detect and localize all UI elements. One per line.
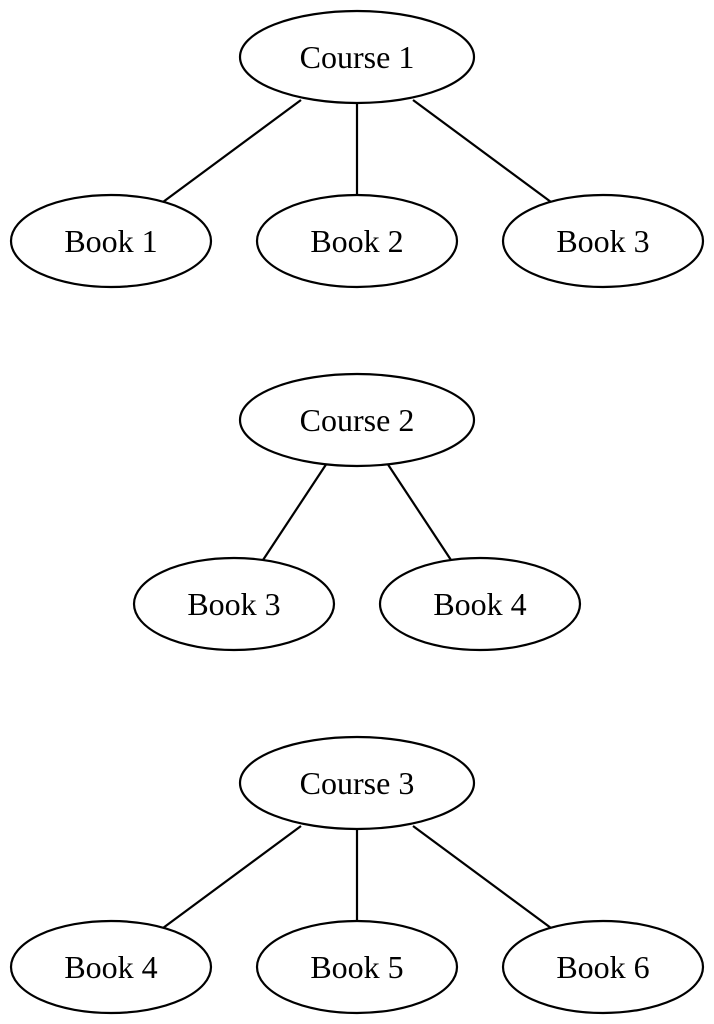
book-node-1-3: Book 3 xyxy=(501,193,705,289)
book-label-3-3: Book 6 xyxy=(556,949,649,985)
edge-course3-book4 xyxy=(162,825,302,929)
book-node-2-1: Book 3 xyxy=(132,556,336,652)
course-node-3: Course 3 xyxy=(238,735,476,831)
course-tree-3: Course 3 Book 4 Book 5 Book 6 xyxy=(9,735,705,1015)
edge-course2-book4 xyxy=(386,462,452,561)
book-label-2-1: Book 3 xyxy=(187,586,280,622)
edge-course2-book3 xyxy=(262,462,328,561)
course-node-2: Course 2 xyxy=(238,372,476,468)
course-label-3: Course 3 xyxy=(300,765,415,801)
course-label-2: Course 2 xyxy=(300,402,415,438)
course-tree-1: Course 1 Book 1 Book 2 Book 3 xyxy=(9,9,705,289)
edge-course1-book1 xyxy=(162,99,302,203)
book-node-2-2: Book 4 xyxy=(378,556,582,652)
book-label-1-2: Book 2 xyxy=(310,223,403,259)
book-label-1-3: Book 3 xyxy=(556,223,649,259)
book-node-3-1: Book 4 xyxy=(9,919,213,1015)
book-node-3-3: Book 6 xyxy=(501,919,705,1015)
edge-course1-book3 xyxy=(412,99,552,203)
course-tree-2: Course 2 Book 3 Book 4 xyxy=(132,372,582,652)
book-node-3-2: Book 5 xyxy=(255,919,459,1015)
book-node-1-2: Book 2 xyxy=(255,193,459,289)
book-label-1-1: Book 1 xyxy=(64,223,157,259)
book-node-1-1: Book 1 xyxy=(9,193,213,289)
book-label-2-2: Book 4 xyxy=(433,586,526,622)
book-label-3-1: Book 4 xyxy=(64,949,157,985)
book-label-3-2: Book 5 xyxy=(310,949,403,985)
course-label-1: Course 1 xyxy=(300,39,415,75)
edge-course3-book6 xyxy=(412,825,552,929)
course-node-1: Course 1 xyxy=(238,9,476,105)
